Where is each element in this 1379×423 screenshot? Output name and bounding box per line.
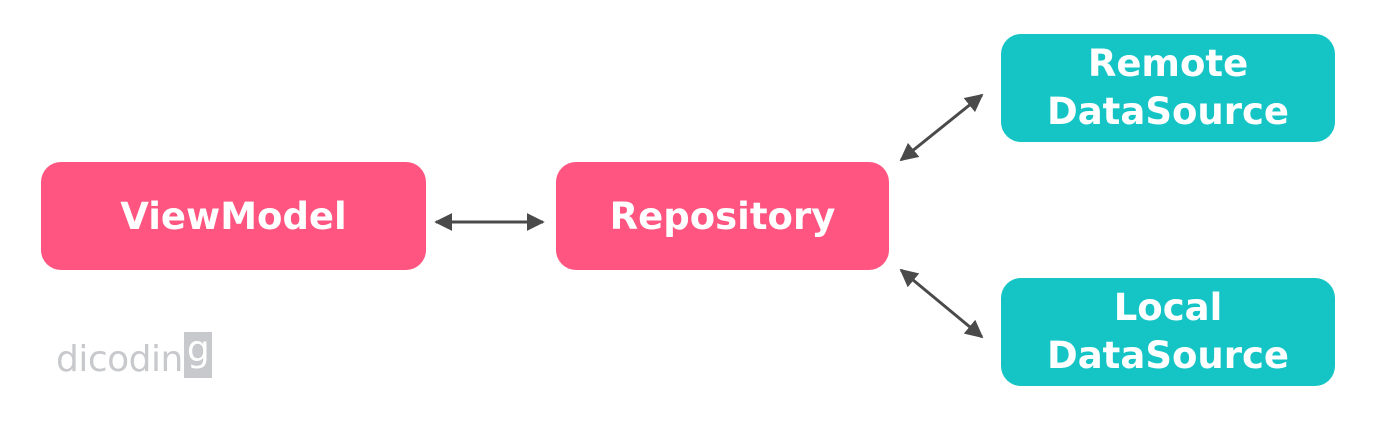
remote-datasource-node: Remote DataSource <box>1001 34 1335 142</box>
remote-datasource-label-line1: Remote <box>1087 42 1249 85</box>
edge-repository-remote <box>899 93 984 162</box>
repository-node: Repository <box>556 162 889 270</box>
local-datasource-label-line2: DataSource <box>1046 334 1290 377</box>
viewmodel-node: ViewModel <box>41 162 426 270</box>
local-datasource-node: Local DataSource <box>1001 278 1335 386</box>
repository-label: Repository <box>609 194 836 238</box>
logo-text: dicodin <box>56 339 183 380</box>
edge-repository-local <box>899 268 984 339</box>
logo-g-box: g <box>183 332 213 378</box>
remote-datasource-label-line2: DataSource <box>1046 90 1290 133</box>
local-datasource-label-line1: Local <box>1113 286 1223 329</box>
viewmodel-label: ViewModel <box>120 194 347 238</box>
